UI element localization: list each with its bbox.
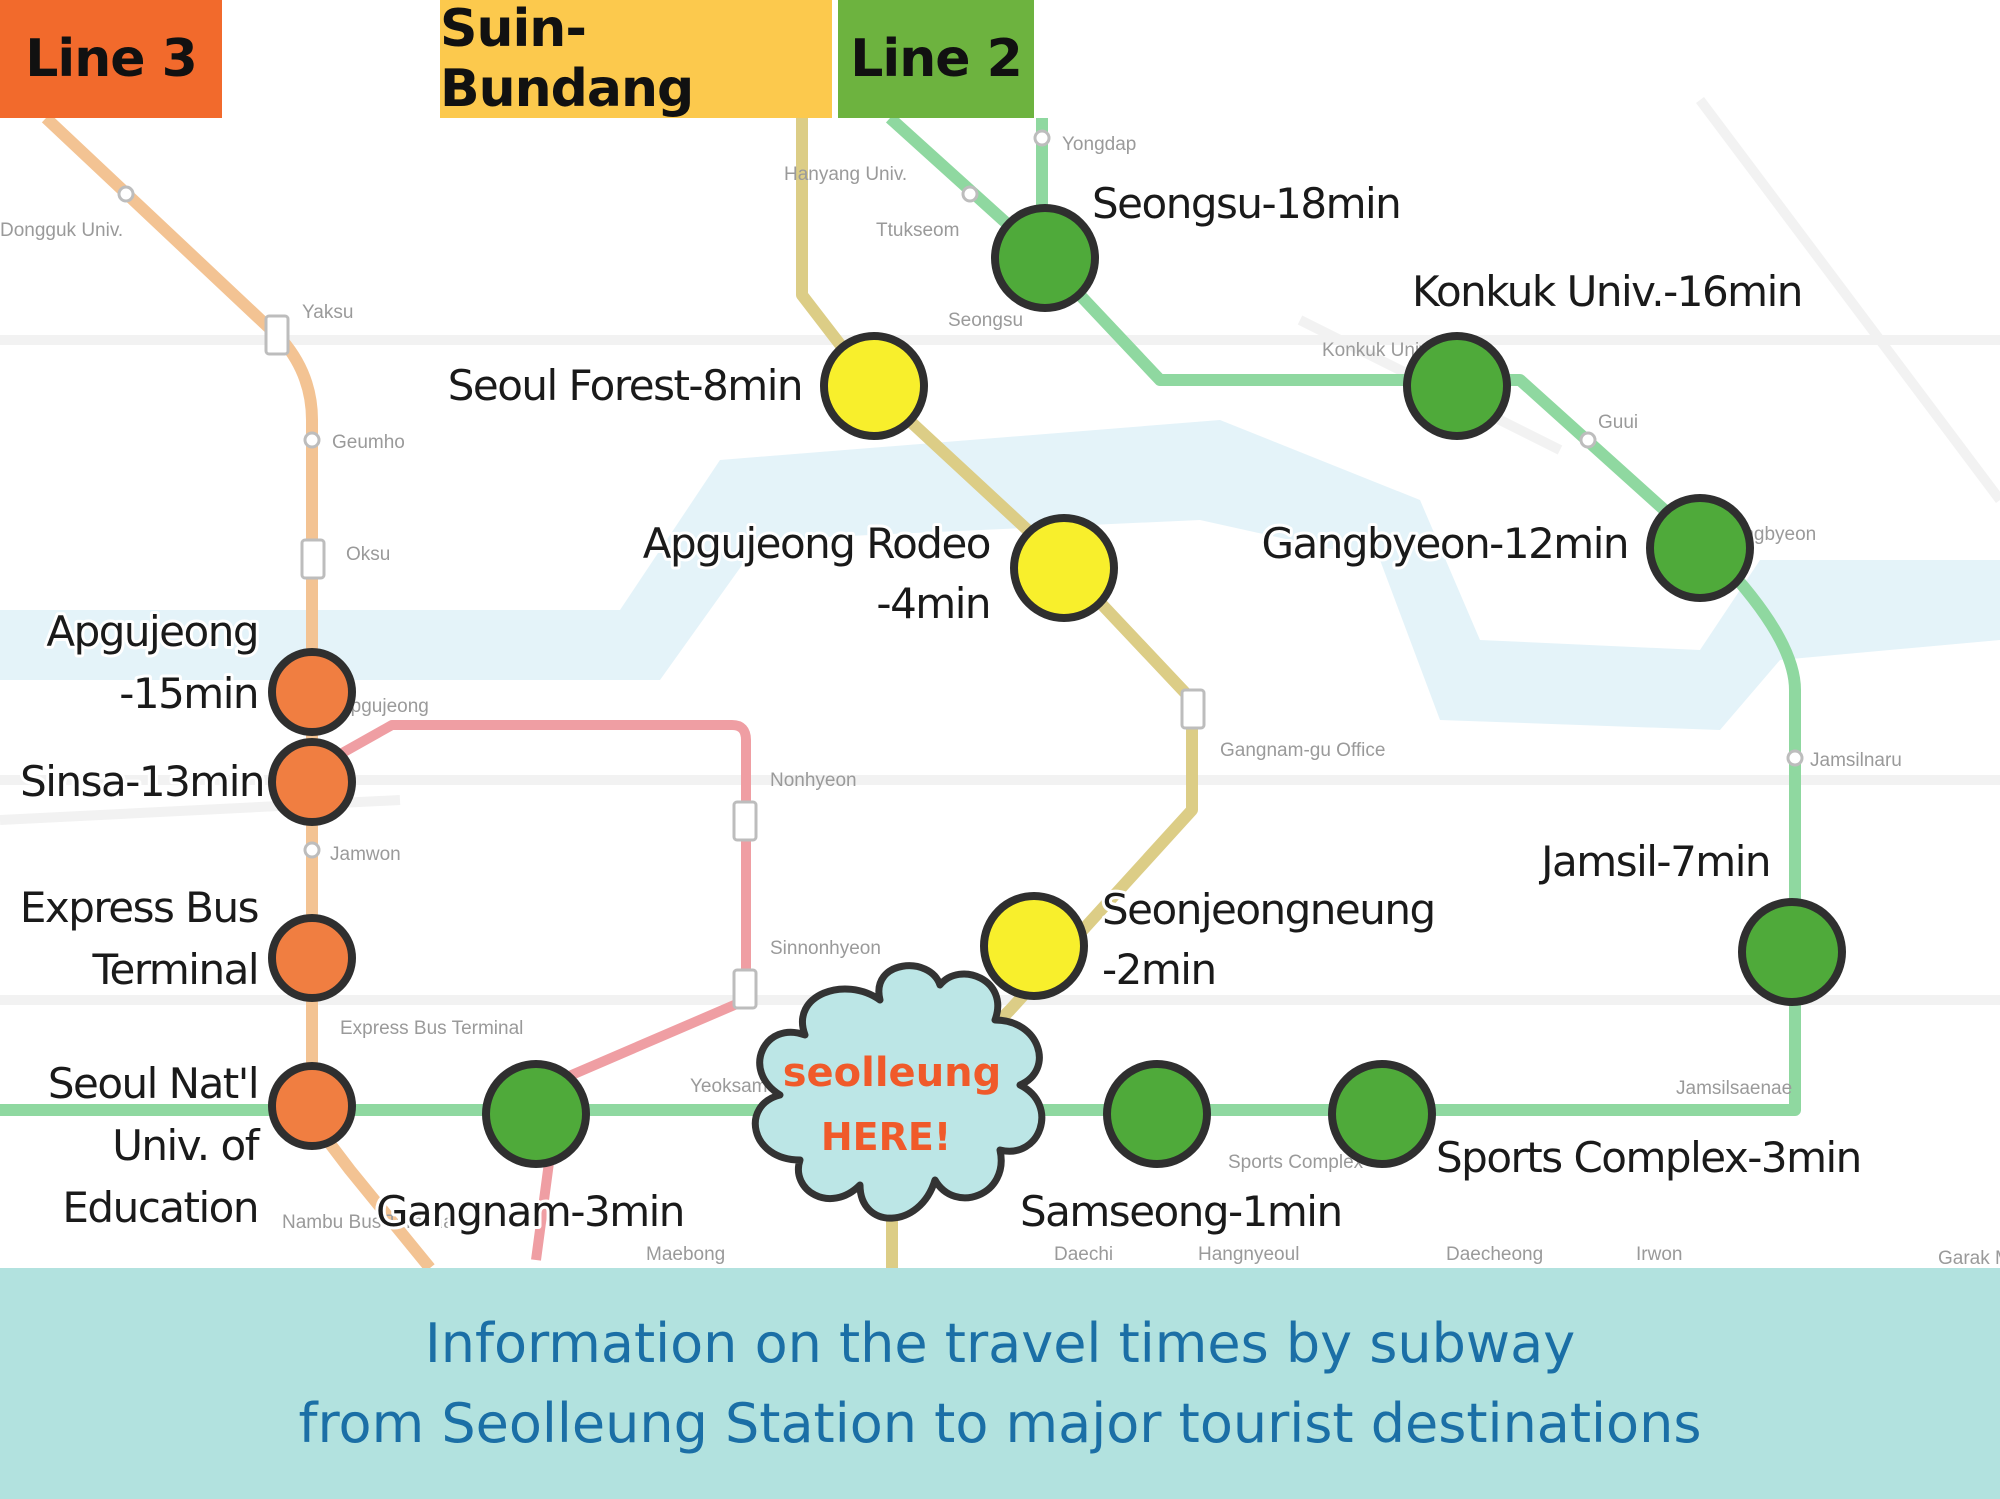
station-marker-konkuk bbox=[1403, 332, 1511, 440]
station-marker-snue bbox=[268, 1062, 356, 1150]
label-samseong: Samseong-1min bbox=[1020, 1187, 1342, 1236]
line3-tab: Line 3 bbox=[0, 0, 222, 118]
label-apgujeongrodeo-2: -4min bbox=[876, 579, 990, 628]
footer-text-line1: Information on the travel times by subwa… bbox=[424, 1311, 1576, 1375]
map-label: Geumho bbox=[332, 432, 405, 453]
label-seonjeongneung-1: Seonjeongneung bbox=[1102, 885, 1435, 934]
map-label: Sports Complex bbox=[1228, 1152, 1364, 1173]
station-marker-sports bbox=[1328, 1060, 1436, 1168]
label-seoulforest: Seoul Forest-8min bbox=[448, 361, 802, 410]
map-label: Hanyang Univ. bbox=[784, 164, 907, 185]
map-label: Jamwon bbox=[330, 844, 401, 865]
map-label: Gangnam-gu Office bbox=[1220, 740, 1385, 761]
map-label: Irwon bbox=[1636, 1244, 1682, 1265]
map-label: Sinnonhyeon bbox=[770, 938, 881, 959]
label-snue-2: Univ. of bbox=[112, 1121, 261, 1170]
label-apgujeong-1: Apgujeong bbox=[46, 607, 258, 656]
map-label: Yongdap bbox=[1062, 134, 1136, 155]
destination-labels: Seongsu-18min Konkuk Univ.-16min Gangbye… bbox=[17, 176, 1865, 1239]
station-marker-seoulforest bbox=[820, 332, 928, 440]
label-apgujeongrodeo-1: Apgujeong Rodeo bbox=[643, 519, 990, 568]
map-label: Oksu bbox=[346, 544, 390, 565]
label-seongsu: Seongsu-18min bbox=[1092, 179, 1400, 228]
small-station-markers bbox=[117, 129, 1804, 1010]
destination-markers bbox=[268, 204, 1846, 1168]
suin-bundang-tab: Suin-Bundang bbox=[440, 0, 832, 119]
map-label: Jamsilsaenae bbox=[1676, 1078, 1792, 1099]
label-snue-3: Education bbox=[62, 1183, 258, 1232]
map-label: Ttukseom bbox=[876, 220, 959, 241]
station-marker-jamsil bbox=[1738, 898, 1846, 1006]
label-sinsa: Sinsa-13min bbox=[20, 757, 264, 806]
label-sports: Sports Complex-3min bbox=[1436, 1133, 1861, 1182]
map-label: Jamsilnaru bbox=[1810, 750, 1902, 771]
label-snue-1: Seoul Nat'l bbox=[48, 1059, 258, 1108]
station-marker-apgujeong bbox=[268, 648, 356, 736]
station-marker-seonjeongneung bbox=[980, 892, 1088, 1000]
map-label: Daecheong bbox=[1446, 1244, 1543, 1265]
label-konkuk: Konkuk Univ.-16min bbox=[1412, 267, 1802, 316]
map-label: Express Bus Terminal bbox=[340, 1018, 523, 1039]
han-river bbox=[0, 420, 2000, 730]
map-label: Garak M bbox=[1938, 1248, 2000, 1269]
map-label: Maebong bbox=[646, 1244, 725, 1265]
map-label: Nambu Bus Terminal bbox=[282, 1212, 458, 1233]
map-label: Hangnyeoul bbox=[1198, 1244, 1299, 1265]
station-marker-gangbyeon bbox=[1646, 494, 1754, 602]
line9-track bbox=[309, 720, 751, 1261]
station-marker-samseong bbox=[1103, 1060, 1211, 1168]
label-expressbus-2: Terminal bbox=[92, 945, 259, 994]
footer-banner: Information on the travel times by subwa… bbox=[0, 1268, 2000, 1499]
label-gangnam: Gangnam-3min bbox=[376, 1187, 684, 1236]
footer-text-line2: from Seolleung Station to major tourist … bbox=[298, 1391, 1702, 1455]
label-expressbus-1: Express Bus bbox=[20, 883, 258, 932]
label-apgujeong-2: -15min bbox=[119, 669, 258, 718]
label-jamsil: Jamsil-7min bbox=[1538, 837, 1770, 886]
line2-tab: Line 2 bbox=[838, 0, 1034, 118]
here-cloud-shape bbox=[751, 962, 1046, 1222]
station-marker-seongsu bbox=[991, 204, 1099, 312]
station-marker-gangnam bbox=[482, 1060, 590, 1168]
here-marker: seolleung HERE! bbox=[751, 962, 1046, 1222]
station-marker-apgujeongrodeo bbox=[1010, 514, 1118, 622]
map-label: Yeoksam bbox=[690, 1076, 767, 1097]
label-gangbyeon: Gangbyeon-12min bbox=[1261, 519, 1628, 568]
map-label: Nonhyeon bbox=[770, 770, 857, 791]
here-label-line2: HERE! bbox=[821, 1115, 951, 1159]
line2-track bbox=[0, 113, 1801, 1116]
label-seonjeongneung-2: -2min bbox=[1102, 945, 1216, 994]
map-label: Daechi bbox=[1054, 1244, 1113, 1265]
here-label-line1: seolleung bbox=[783, 1050, 1002, 1096]
map-label: Konkuk Univ. bbox=[1322, 340, 1433, 361]
map-label: Guui bbox=[1598, 412, 1638, 433]
map-label: Seongsu bbox=[948, 310, 1023, 331]
map-label: Dongguk Univ. bbox=[0, 220, 123, 241]
map-label: Yaksu bbox=[302, 302, 353, 323]
station-marker-expressbus bbox=[268, 914, 356, 1002]
map-label: Apgujeong bbox=[338, 696, 429, 717]
station-marker-sinsa bbox=[268, 738, 356, 826]
